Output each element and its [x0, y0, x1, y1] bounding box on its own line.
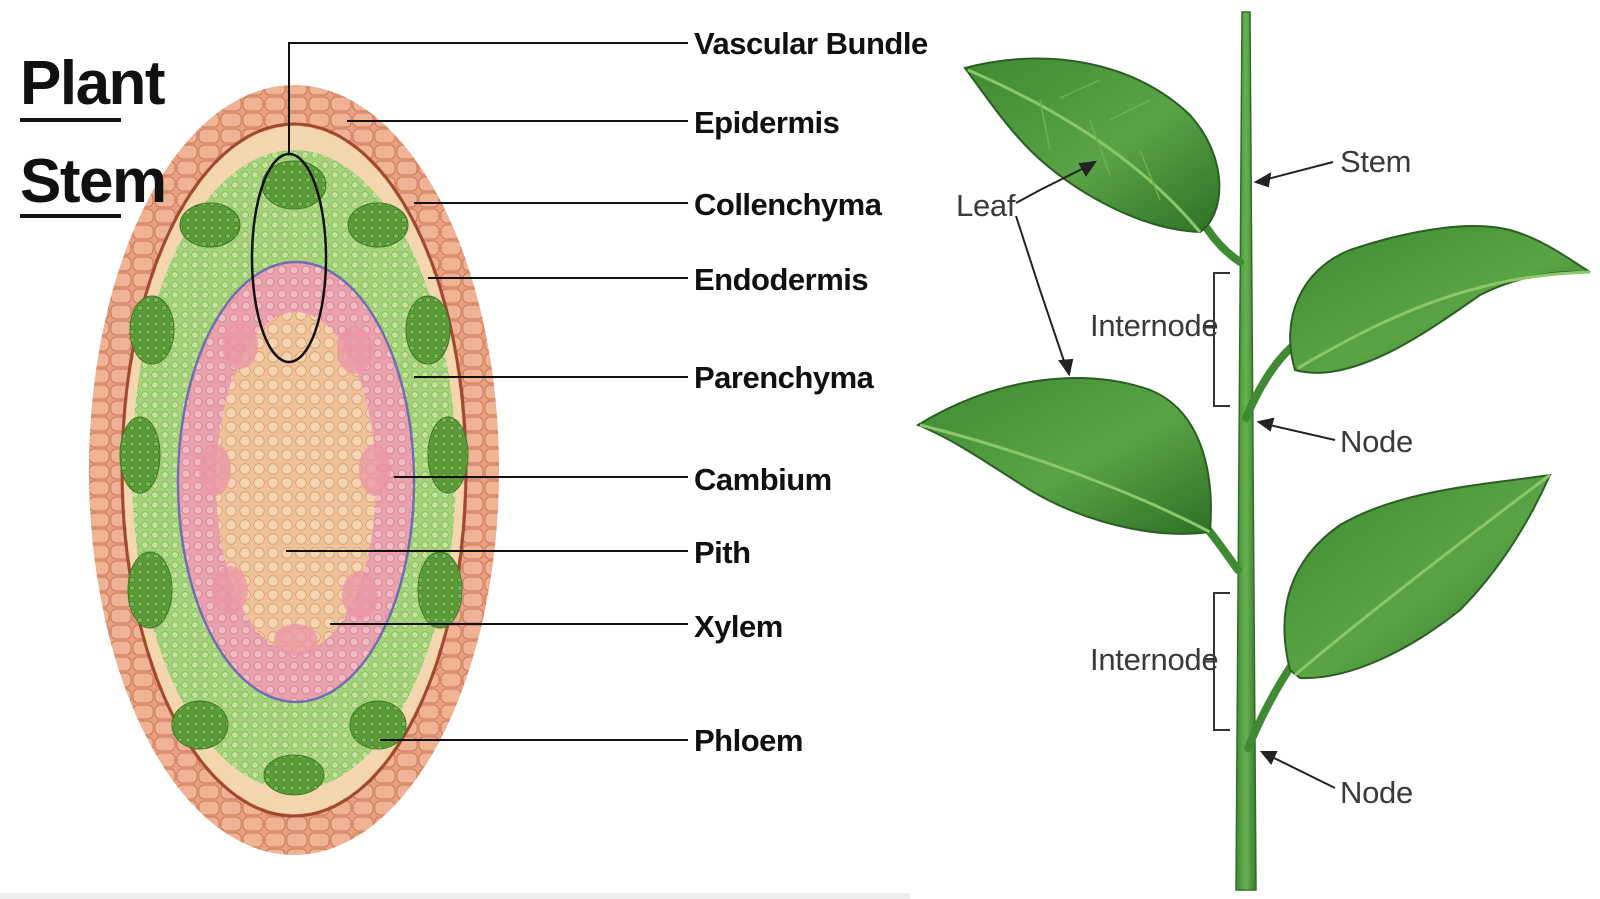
- leaf-upper-left: [963, 57, 1221, 234]
- label-vascular-bundle: Vascular Bundle: [694, 26, 928, 61]
- node-arrow-upper: [1264, 423, 1336, 441]
- title-line-2: Stem: [20, 147, 166, 216]
- leaf-lower-left: [915, 376, 1212, 535]
- label-internode-lower: Internode: [1090, 642, 1218, 677]
- title-block: Plant Stem: [20, 49, 167, 218]
- phloem-patches: [119, 160, 469, 796]
- bottom-edge-strip: [0, 893, 910, 899]
- plant-arrows: [1015, 160, 1336, 789]
- cross-section-leaders: [286, 42, 688, 741]
- label-internode-upper: Internode: [1090, 308, 1218, 343]
- label-leaf: Leaf: [956, 188, 1016, 223]
- vascular-bundle-leader: [288, 42, 688, 154]
- internode-lower-bracket: [1213, 592, 1230, 731]
- internode-upper-bracket: [1213, 272, 1230, 407]
- label-epidermis: Epidermis: [694, 105, 839, 140]
- label-parenchyma: Parenchyma: [694, 360, 875, 395]
- leaf-arrow-upper: [1015, 165, 1089, 204]
- node-arrow-lower: [1267, 754, 1336, 789]
- plant-illustration: Stem Leaf Internode Node Internode Node: [915, 11, 1591, 891]
- internode-brackets: [1204, 272, 1230, 731]
- label-phloem: Phloem: [694, 723, 803, 758]
- label-xylem: Xylem: [694, 609, 783, 644]
- leaf-lower-right: [1283, 473, 1552, 680]
- main-stem: [1235, 11, 1257, 891]
- label-cambium: Cambium: [694, 462, 832, 497]
- leaf-arrow-lower: [1015, 215, 1067, 368]
- label-stem: Stem: [1340, 144, 1411, 179]
- pith-core: [216, 312, 376, 652]
- xylem-spots: [199, 321, 391, 656]
- label-node-lower: Node: [1340, 775, 1413, 810]
- cross-section-label-group: Vascular Bundle Epidermis Collenchyma En…: [694, 26, 928, 758]
- label-collenchyma: Collenchyma: [694, 187, 883, 222]
- title-line-1: Plant: [20, 49, 165, 118]
- stem-arrow: [1259, 161, 1334, 182]
- label-endodermis: Endodermis: [694, 262, 868, 297]
- cross-section: [89, 85, 499, 855]
- label-node-upper: Node: [1340, 424, 1413, 459]
- label-pith: Pith: [694, 535, 751, 570]
- leaf-upper-right: [1289, 225, 1591, 374]
